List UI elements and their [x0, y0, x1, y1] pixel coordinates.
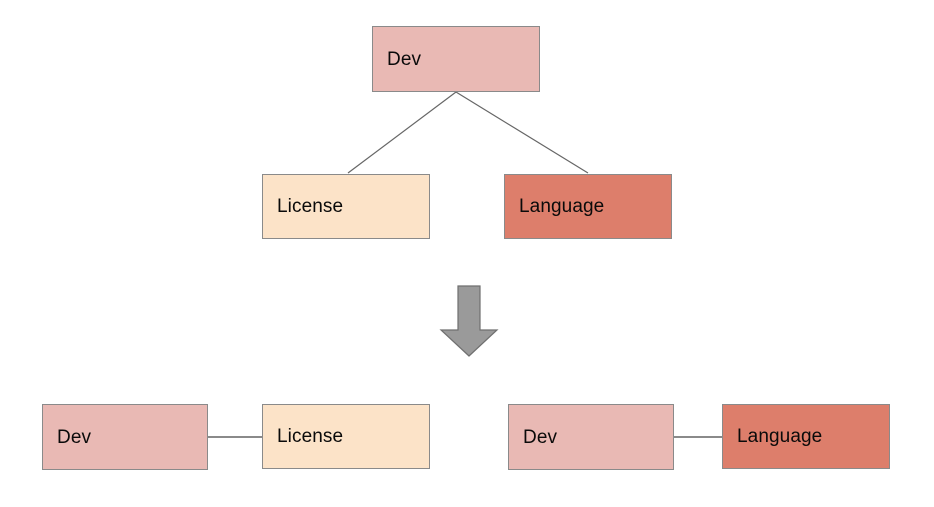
tree-node-language-label: Language: [519, 196, 605, 217]
tree-node-dev-root[interactable]: Dev: [372, 26, 540, 92]
tree-node-license-label: License: [277, 196, 344, 217]
pair1-node-dev-label: Dev: [57, 426, 92, 448]
pair1-node-license[interactable]: License: [262, 404, 430, 469]
pair2-node-dev-label: Dev: [523, 426, 558, 448]
down-arrow-icon: [439, 285, 499, 357]
pair2-node-language-label: Language: [737, 426, 823, 447]
pair2-node-dev[interactable]: Dev: [508, 404, 674, 470]
tree-node-language[interactable]: Language: [504, 174, 672, 239]
pair1-node-dev[interactable]: Dev: [42, 404, 208, 470]
tree-node-dev-root-label: Dev: [387, 48, 422, 70]
tree-edge-dev-language: [455, 91, 589, 174]
pair2-node-language[interactable]: Language: [722, 404, 890, 469]
tree-node-license[interactable]: License: [262, 174, 430, 239]
pair1-node-license-label: License: [277, 426, 344, 447]
tree-edge-dev-license: [347, 91, 457, 174]
